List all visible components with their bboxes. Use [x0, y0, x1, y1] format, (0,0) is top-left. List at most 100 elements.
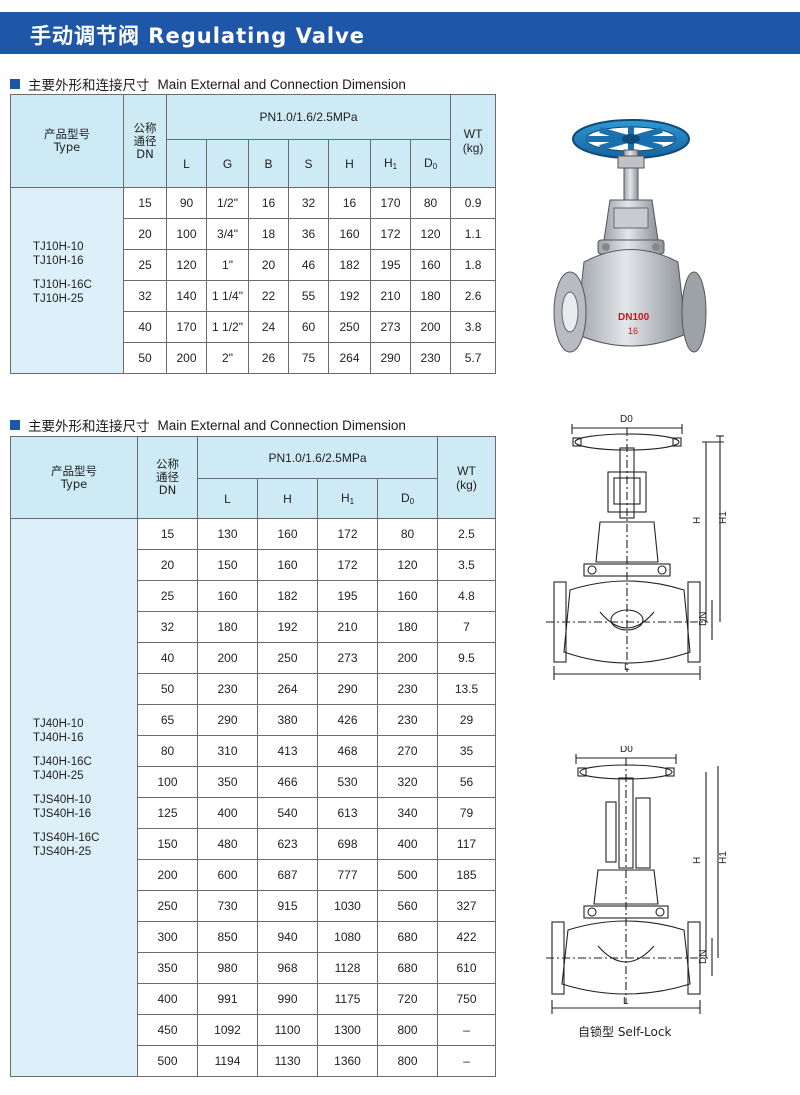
column-header-label: G	[222, 156, 233, 171]
type-header-cn: 产品型号	[44, 127, 90, 141]
h-label: H	[692, 517, 703, 524]
table-cell: 3.8	[450, 311, 497, 343]
column-header: H	[328, 139, 371, 188]
column-header-label: H	[345, 156, 354, 171]
table-cell: 55	[288, 280, 329, 312]
table-cell: 172	[317, 518, 378, 550]
table-cell: 100	[137, 766, 198, 798]
table-cell: 340	[377, 797, 438, 829]
table-cell: 1194	[197, 1045, 258, 1077]
table-cell: 350	[197, 766, 258, 798]
table-cell: 680	[377, 952, 438, 984]
table-cell: 273	[317, 642, 378, 674]
table-cell: 9.5	[437, 642, 496, 674]
table-cell: 18	[248, 218, 289, 250]
table-cell: 327	[437, 890, 496, 922]
column-header-label: L	[224, 491, 231, 506]
table-cell: 50	[137, 673, 198, 705]
table-cell: 230	[197, 673, 258, 705]
table-cell: 290	[370, 342, 411, 374]
column-header: G	[206, 139, 249, 188]
table-cell: 290	[317, 673, 378, 705]
dn-header-cn2: 通径	[133, 133, 157, 148]
table-cell: 273	[370, 311, 411, 343]
table-cell: 170	[166, 311, 207, 343]
table-cell: 195	[317, 580, 378, 612]
table-cell: 2"	[206, 342, 249, 374]
table-cell: 80	[409, 187, 452, 219]
table-cell: 15	[123, 187, 167, 219]
h-label: H	[692, 857, 703, 864]
table-cell: 290	[197, 704, 258, 736]
table-cell: 200	[166, 342, 207, 374]
table-cell: 1/2"	[206, 187, 249, 219]
table-cell: 413	[257, 735, 318, 767]
table-cell: 230	[377, 704, 438, 736]
wt-header: WT (kg)	[450, 94, 497, 188]
table-cell: 250	[137, 890, 198, 922]
table-cell: 90	[166, 187, 207, 219]
section2-heading: 主要外形和连接尺寸 Main External and Connection D…	[10, 415, 406, 435]
table-cell: 26	[248, 342, 289, 374]
d0-label: D0	[620, 746, 633, 755]
table-cell: 1128	[317, 952, 378, 984]
table-cell: 182	[328, 249, 371, 281]
table-cell: 2.6	[450, 280, 497, 312]
table-cell: 20	[123, 218, 167, 250]
table-cell: 613	[317, 797, 378, 829]
type-model: TJ10H-25	[33, 293, 84, 305]
table-cell: 530	[317, 766, 378, 798]
table-cell: 160	[377, 580, 438, 612]
h1-label: H1	[718, 851, 729, 864]
table-cell: 180	[377, 611, 438, 643]
type-model: TJ10H-16	[33, 255, 84, 267]
table-cell: 120	[377, 549, 438, 581]
table-cell: 185	[437, 859, 496, 891]
table-cell: 170	[370, 187, 411, 219]
column-header-label: D	[400, 491, 410, 505]
type-model: TJ10H-10	[33, 241, 84, 253]
table-cell: 60	[288, 311, 329, 343]
table-cell: 80	[377, 518, 438, 550]
table-cell: 200	[197, 642, 258, 674]
table-cell: 16	[248, 187, 289, 219]
d0-label: D0	[620, 414, 633, 425]
table-cell: 500	[137, 1045, 198, 1077]
table-cell: 150	[137, 828, 198, 860]
table-cell: 125	[137, 797, 198, 829]
type-header: 产品型号 Type	[10, 94, 124, 188]
type-model: TJ40H-16	[33, 732, 84, 744]
table-cell: 800	[377, 1014, 438, 1046]
pn-header: PN1.0/1.6/2.5MPa	[165, 94, 452, 140]
column-header: D0	[377, 478, 438, 519]
title-banner: 手动调节阀 Regulating Valve	[0, 12, 800, 54]
page-title: 手动调节阀 Regulating Valve	[30, 24, 366, 48]
table-cell: 600	[197, 859, 258, 891]
table-cell: 172	[317, 549, 378, 581]
type-header: 产品型号 Type	[10, 436, 138, 519]
table-cell: 0.9	[450, 187, 497, 219]
wt-header-label: WT	[457, 463, 476, 478]
table-cell: 13.5	[437, 673, 496, 705]
table-cell: 750	[437, 983, 496, 1015]
dimension-table-1: 产品型号 Type 公称 通径 DN PN1.0/1.6/2.5MPa WT (…	[10, 94, 497, 374]
dn-label: DN	[698, 612, 709, 626]
table-cell: 117	[437, 828, 496, 860]
table-cell: 200	[409, 311, 452, 343]
column-header: D0	[409, 139, 452, 188]
section2-heading-cn: 主要外形和连接尺寸	[28, 419, 150, 435]
column-header-label: D	[423, 156, 433, 170]
table-cell: 1100	[257, 1014, 318, 1046]
column-header: S	[288, 139, 329, 188]
table-cell: 1130	[257, 1045, 318, 1077]
table-cell: 25	[123, 249, 167, 281]
table-cell: 1 1/4"	[206, 280, 249, 312]
wt-header-unit: (kg)	[456, 477, 477, 492]
technical-drawing-2: D0 H H1 DN L	[540, 744, 740, 1023]
table-cell: 36	[288, 218, 329, 250]
table-cell: 466	[257, 766, 318, 798]
table-cell: 80	[137, 735, 198, 767]
